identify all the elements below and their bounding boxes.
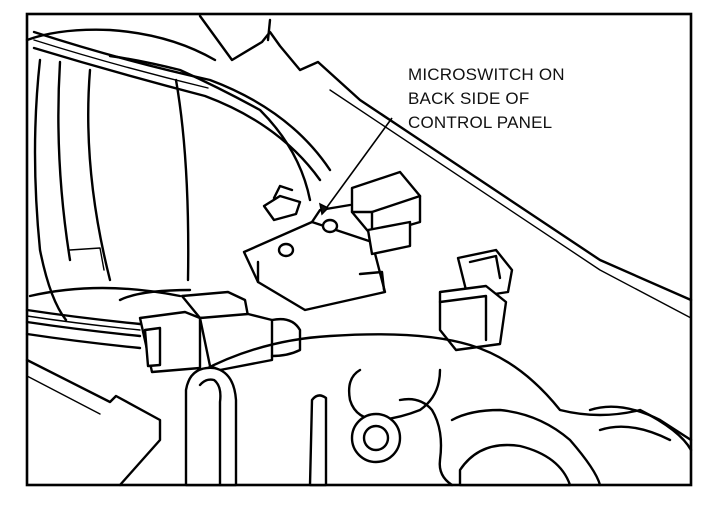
callout-label: MICROSWITCH ON BACK SIDE OF CONTROL PANE…	[408, 65, 570, 132]
wire-harness	[32, 30, 332, 182]
lower-left-frame	[25, 358, 162, 487]
callout-line-1: MICROSWITCH ON	[408, 65, 565, 84]
figure-border	[25, 12, 693, 487]
harness-connector	[25, 290, 302, 374]
terminal-connector	[438, 248, 514, 352]
control-panel-edge	[25, 14, 693, 319]
callout-leader	[321, 117, 393, 215]
microswitch	[242, 170, 422, 312]
drive-assembly	[184, 333, 693, 487]
callout-line-2: BACK SIDE OF	[408, 89, 529, 108]
callout-arrowhead	[318, 202, 330, 216]
panel-clip	[262, 184, 302, 222]
callout-line-3: CONTROL PANEL	[408, 113, 552, 132]
motor-housing	[28, 54, 312, 322]
